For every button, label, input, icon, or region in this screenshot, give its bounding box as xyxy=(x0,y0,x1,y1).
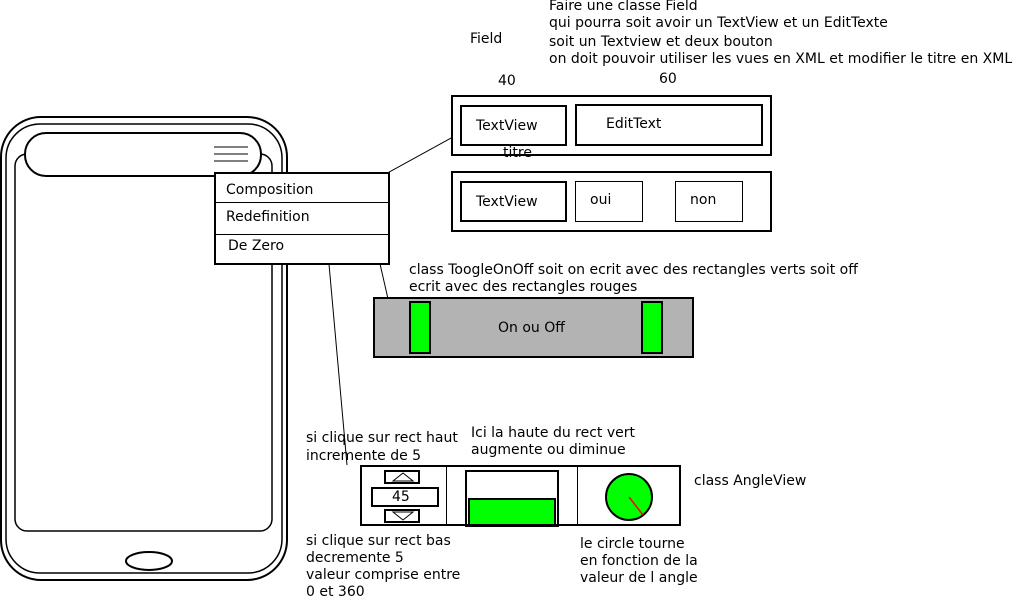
circle-note-2: en fonction de la xyxy=(580,553,698,569)
rect-height-note-1: Ici la haute du rect vert xyxy=(471,425,636,441)
click-top-note-1: si clique sur rect haut xyxy=(306,430,458,446)
phone-home-button xyxy=(125,551,173,571)
header-note-3: soit un Textview et deux bouton xyxy=(549,34,773,50)
toggle-note-1: class ToogleOnOff soit on ecrit avec des… xyxy=(409,262,858,278)
field2-yes-label: oui xyxy=(590,192,612,208)
click-bottom-note-3: valeur comprise entre xyxy=(306,567,461,583)
header-note-2: qui pourra soit avoir un TextView et un … xyxy=(549,15,888,31)
field-label: Field xyxy=(470,31,503,47)
field1-textview: TextView xyxy=(476,118,538,134)
toggle-note-2: ecrit avec des rectangles rouges xyxy=(409,279,638,295)
menu-item-redefinition[interactable]: Redefinition xyxy=(226,209,310,225)
field2-no-button[interactable] xyxy=(675,181,743,222)
angle-level-frame xyxy=(465,470,559,527)
angle-decrement-button[interactable] xyxy=(384,509,420,523)
arrow-up-icon xyxy=(391,472,415,482)
toggle-left-indicator xyxy=(409,301,431,354)
angle-value: 45 xyxy=(392,489,410,505)
circle-note-3: valeur de l angle xyxy=(580,570,698,586)
phone-top-bar xyxy=(24,132,262,177)
angle-level-fill xyxy=(468,498,556,526)
field1-edittext-box[interactable] xyxy=(575,104,763,146)
field2-textview-box xyxy=(460,181,567,222)
menu-divider xyxy=(216,202,390,203)
toggle-label: On ou Off xyxy=(498,320,565,336)
click-bottom-note-2: decremente 5 xyxy=(306,550,404,566)
width-right-label: 60 xyxy=(659,71,677,87)
context-menu xyxy=(214,172,390,265)
field2-no-label: non xyxy=(690,192,717,208)
width-left-label: 40 xyxy=(498,73,516,89)
angle-value-field xyxy=(371,487,439,507)
angle-class-label: class AngleView xyxy=(694,473,807,489)
circle-note-1: le circle tourne xyxy=(580,536,685,552)
connector-dezero-angle xyxy=(327,252,348,466)
field2-textview: TextView xyxy=(476,194,538,210)
angle-increment-button[interactable] xyxy=(384,470,420,484)
click-bottom-note-4: 0 et 360 xyxy=(306,584,365,600)
field1-edittext: EditText xyxy=(606,116,662,132)
angle-divider xyxy=(577,467,578,524)
field2-yes-button[interactable] xyxy=(575,181,643,222)
menu-divider xyxy=(216,234,390,235)
angle-divider xyxy=(446,467,447,524)
hamburger-icon xyxy=(214,146,248,162)
header-note-4: on doit pouvoir utiliser les vues en XML… xyxy=(549,51,1013,67)
click-top-note-2: incremente de 5 xyxy=(306,448,422,464)
phone-inner-frame xyxy=(5,123,283,574)
menu-item-composition[interactable]: Composition xyxy=(226,182,314,198)
field1-textview-box xyxy=(460,105,567,146)
title-caption: titre xyxy=(503,145,532,161)
rect-height-note-2: augmente ou diminue xyxy=(471,442,626,458)
menu-item-de-zero[interactable]: De Zero xyxy=(228,238,285,254)
click-bottom-note-1: si clique sur rect bas xyxy=(306,533,451,549)
arrow-down-icon xyxy=(391,511,415,521)
angle-needle xyxy=(628,496,644,516)
toggle-right-indicator xyxy=(641,301,663,354)
header-note-1: Faire une classe Field xyxy=(549,0,698,14)
